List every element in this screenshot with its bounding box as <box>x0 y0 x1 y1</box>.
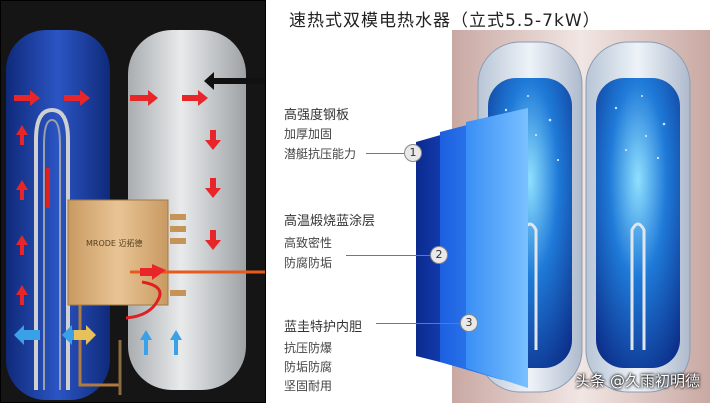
layer-1-badge: 1 <box>404 144 422 162</box>
layer-1-detail: 加厚加固 <box>284 127 333 141</box>
layer-inner-liner <box>466 108 528 388</box>
flow-illustration-graphic <box>0 0 266 403</box>
hot-arrows <box>14 90 221 305</box>
layer-1-heading: 高强度钢板 <box>284 108 350 123</box>
layer-2-badge: 2 <box>430 246 448 264</box>
layer-2-heading: 高温煅烧蓝涂层 <box>284 214 376 229</box>
layer-2-detail: 高致密性 <box>284 236 333 250</box>
page-title: 速热式双模电热水器（立式5.5-7kW） <box>289 11 601 31</box>
tank-infographic: 速热式双模电热水器（立式5.5-7kW） 高强度钢板 加厚加固 潜艇抗压能力 1… <box>266 0 712 403</box>
heater-box <box>67 199 169 306</box>
layer-3-heading: 蓝圭特护内胆 <box>284 320 363 335</box>
leader-line <box>366 153 404 154</box>
heater-brand-label: MRODE 迈拓德 <box>86 239 143 248</box>
leader-line <box>376 323 460 324</box>
flow-illustration: MRODE 迈拓德 <box>0 0 266 403</box>
inlet-arrow <box>204 72 266 90</box>
leader-line <box>346 255 430 256</box>
layer-2-detail: 防腐防垢 <box>284 256 333 270</box>
layer-3-badge: 3 <box>460 314 478 332</box>
layer-1-detail: 潜艇抗压能力 <box>284 147 357 161</box>
blue-tank <box>6 30 110 400</box>
layer-3-detail: 坚固耐用 <box>284 379 333 393</box>
tank-cutaway-graphic <box>416 30 710 403</box>
watermark: 头条 @久雨初明德 <box>575 372 700 390</box>
layer-3-detail: 防垢防腐 <box>284 360 333 374</box>
layer-3-detail: 抗压防爆 <box>284 341 333 355</box>
heating-loop <box>34 107 70 390</box>
